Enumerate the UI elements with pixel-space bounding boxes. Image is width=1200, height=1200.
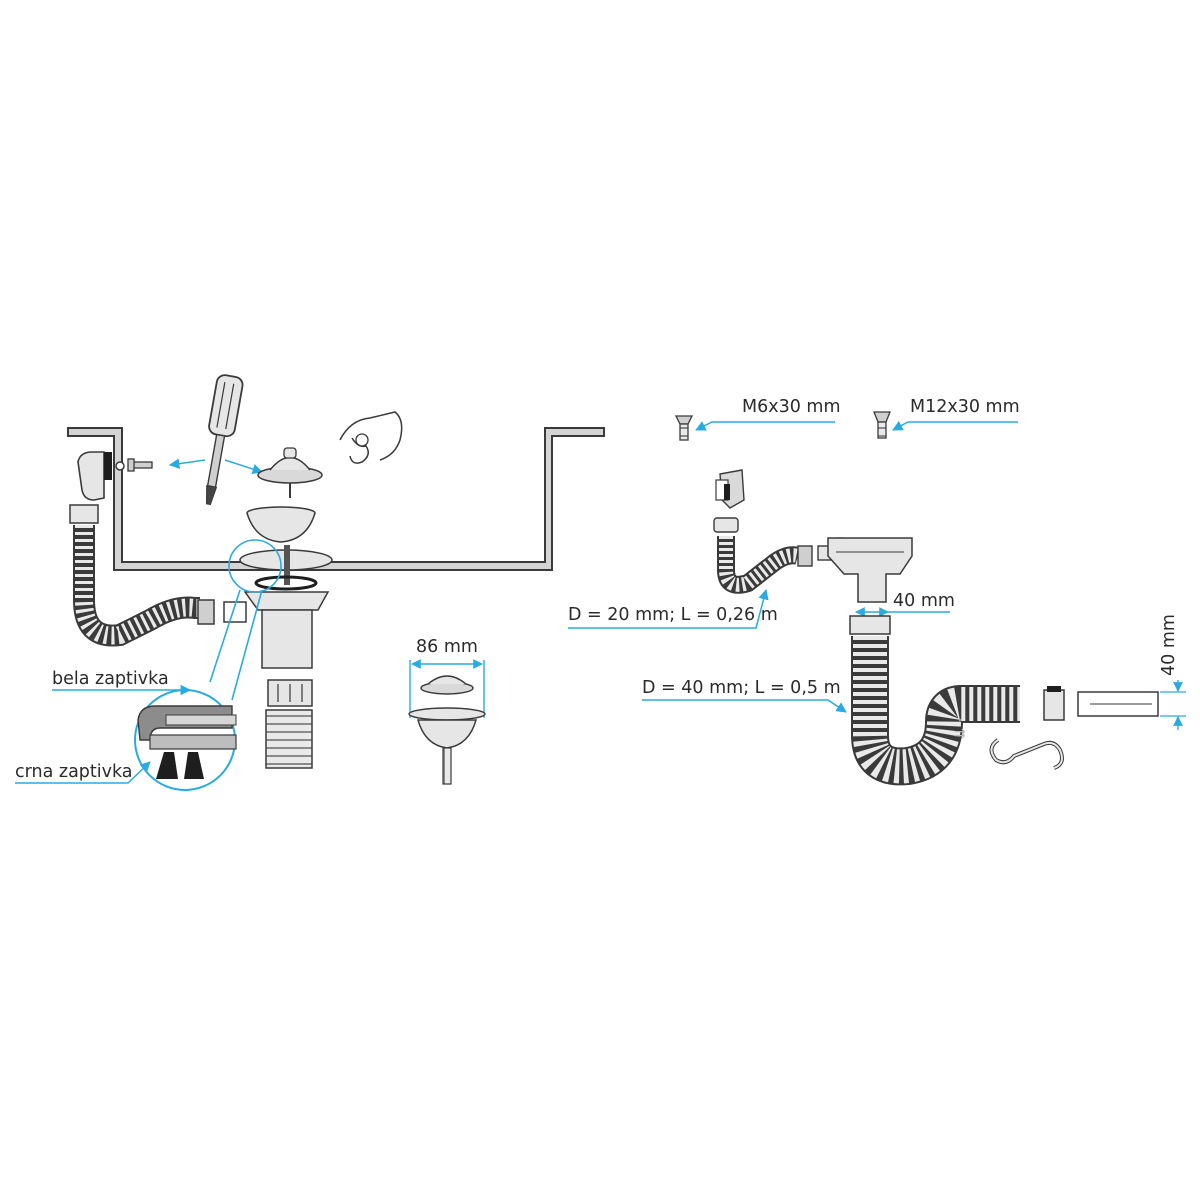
screwdriver-icon [205,374,244,506]
label-small-hose: D = 20 mm; L = 0,26 m [568,588,778,629]
overflow-hose [69,504,247,647]
seal-zoom-callout [134,539,282,791]
label-main-hose: D = 40 mm; L = 0,5 m [642,678,847,713]
strainer-dimension: 86 mm [408,637,486,785]
svg-text:M12x30 mm: M12x30 mm [910,397,1020,417]
label-screw-m12: M12x30 mm [892,397,1020,431]
label-screw-m6: M6x30 mm [695,397,841,431]
small-hose [717,536,813,594]
screw-m6 [674,415,694,441]
overflow-fitting [713,469,745,533]
callout-screwdriver-arrow [224,459,263,475]
hose-clip: ⇉ [954,726,1064,770]
svg-text:bela zaptivka: bela zaptivka [52,669,169,689]
coupling-nut [1043,686,1065,721]
sink-basin [67,427,605,571]
direction-arrows-icon: ⇉ [954,726,966,742]
label-outlet-height: 40 mm [1159,614,1186,730]
svg-text:40 mm: 40 mm [893,591,955,611]
svg-text:40 mm: 40 mm [1159,614,1179,676]
overflow-cap [77,451,125,501]
siphon-body [817,537,913,603]
svg-text:D = 20 mm; L = 0,26 m: D = 20 mm; L = 0,26 m [568,605,778,625]
svg-text:crna zaptivka: crna zaptivka [15,762,133,782]
overflow-screw [127,458,153,472]
label-outlet-diameter: 40 mm [855,591,955,617]
hand-icon [339,411,403,464]
svg-text:M6x30 mm: M6x30 mm [742,397,841,417]
svg-text:D = 40 mm; L = 0,5 m: D = 40 mm; L = 0,5 m [642,678,841,698]
screw-m12 [873,411,891,439]
strainer-cup [246,506,316,543]
main-hose [849,615,1020,786]
outlet-adapter [1077,691,1159,717]
strainer-plug [257,447,323,498]
drain-body [239,545,333,769]
svg-text:86 mm: 86 mm [416,637,478,657]
callout-screw-arrow [168,458,206,469]
label-black-seal: crna zaptivka [15,761,151,784]
label-white-seal: bela zaptivka [52,669,192,696]
